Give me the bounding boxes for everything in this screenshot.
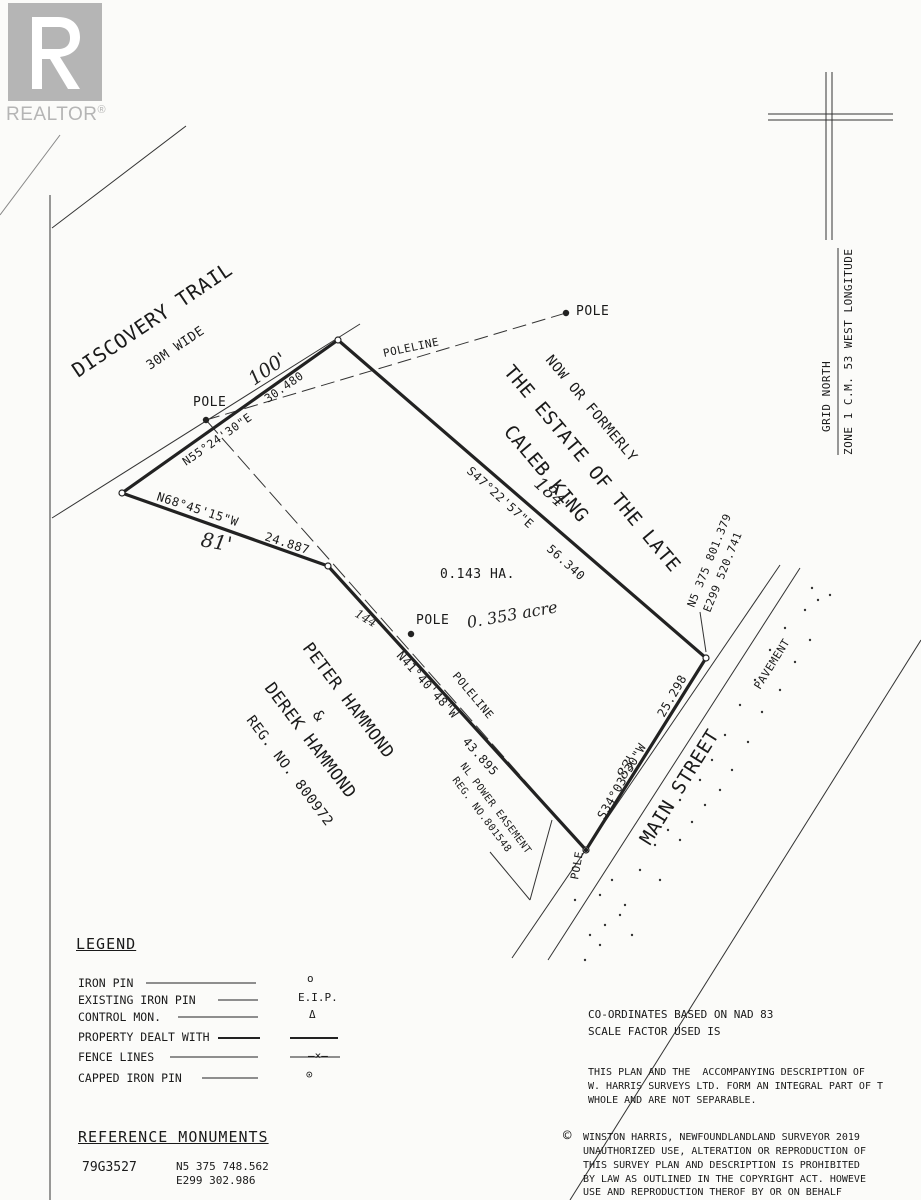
property-boundary: [121, 338, 708, 852]
reference-title: REFERENCE MONUMENTS: [78, 1128, 269, 1146]
legend-property-label: PROPERTY DEALT WITH: [78, 1030, 210, 1044]
reference-n: N5 375 748.562: [176, 1160, 269, 1173]
coords-note-line2: SCALE FACTOR USED IS: [588, 1025, 721, 1038]
reference-id: 79G3527: [82, 1160, 137, 1175]
easement-leader-line-2: [529, 819, 553, 901]
pole-label-north: POLE: [576, 304, 609, 319]
plan-note-line2: W. HARRIS SURVEYS LTD. FORM AN INTEGRAL …: [588, 1081, 884, 1092]
pavement-stipple: [573, 586, 832, 962]
realtor-logo-box: [8, 3, 102, 101]
legend-control-symbol: Δ: [309, 1008, 316, 1021]
pavement-label: PAVEMENT: [752, 636, 793, 691]
owner-north-line2: THE ESTATE OF THE LATE: [499, 361, 685, 576]
reference-e: E299 302.986: [176, 1174, 256, 1187]
pole-label-corner: POLE: [568, 850, 586, 880]
grid-north-label: GRID NORTH: [820, 361, 833, 432]
easement-leader-line: [489, 851, 531, 901]
legend-iron-pin-label: IRON PIN: [78, 976, 134, 990]
legend-fence-symbol: —×—: [308, 1049, 328, 1062]
discovery-trail-upper-edge: [51, 125, 187, 229]
poleline-label-north: POLELINE: [382, 335, 440, 360]
main-street-outer-edge: [547, 567, 801, 961]
bearing-1: N55°24'30"E: [180, 410, 255, 468]
main-street-label: MAIN STREET: [636, 726, 724, 849]
plan-note-line3: WHOLE AND ARE NOT SEPARABLE.: [588, 1095, 757, 1106]
legend-capped-pin-label: CAPPED IRON PIN: [78, 1071, 182, 1085]
copyright-line5: USE AND REPRODUCTION THEROF BY OR ON BEH…: [583, 1187, 842, 1198]
coords-note-line1: CO-ORDINATES BASED ON NAD 83: [588, 1008, 774, 1021]
grid-north-symbol: [768, 72, 893, 455]
copyright-line2: UNAUTHORIZED USE, ALTERATION OR REPRODUC…: [583, 1146, 866, 1157]
main-street-far-edge: [569, 639, 921, 1200]
distance-4-handwritten: 144': [353, 606, 383, 631]
realtor-wordmark: REALTOR®: [6, 104, 107, 125]
bearing-4: N41°40'48"W: [394, 649, 461, 722]
copyright-line1: WINSTON HARRIS, NEWFOUNDLANDLAND SURVEYO…: [583, 1132, 860, 1143]
bearing-3: S34°03'30"W: [594, 741, 649, 822]
scan-streak: [0, 134, 61, 216]
legend-iron-pin-symbol: o: [307, 972, 314, 985]
iron-pins: [118, 336, 710, 854]
zone-label: ZONE 1 C.M. 53 WEST LONGITUDE: [842, 248, 855, 455]
distance-5-handwritten: 81': [199, 527, 234, 556]
realtor-watermark: REALTOR®: [4, 3, 108, 127]
pole-label-west: POLE: [193, 395, 226, 410]
legend-control-mon-label: CONTROL MON.: [78, 1010, 162, 1024]
poleline-north: [205, 312, 567, 421]
legend-existing-iron-pin-label: EXISTING IRON PIN: [78, 993, 196, 1007]
plan-note-line1: THIS PLAN AND THE ACCOMPANYING DESCRIPTI…: [588, 1067, 865, 1078]
legend-leader-lines: [146, 982, 340, 1079]
legend-fence-label: FENCE LINES: [78, 1050, 155, 1064]
parcel-area-handwritten: 0. 353 acre: [465, 597, 559, 632]
pole-label-center: POLE: [416, 613, 449, 628]
copyright-line4: BY LAW AS OUTLINED IN THE COPYRIGHT ACT.…: [583, 1174, 866, 1185]
parcel-area: 0.143 HA.: [440, 567, 515, 582]
legend-capped-pin-symbol: ⊙: [306, 1068, 313, 1081]
corner-coord-leader: [699, 611, 707, 653]
bearing-2: S47°22'57"E: [464, 464, 537, 531]
pole-symbols: [202, 309, 589, 853]
copyright-line3: THIS SURVEY PLAN AND DESCRIPTION IS PROH…: [583, 1160, 860, 1171]
main-street-inner-edge: [511, 564, 781, 959]
legend-title: LEGEND: [76, 935, 137, 953]
copyright-icon: ©: [563, 1128, 572, 1144]
owner-south-line2: &: [309, 707, 329, 725]
legend-eip-symbol: E.I.P.: [298, 991, 338, 1004]
realtor-r-icon: [32, 17, 80, 89]
distance-2: 56.340: [544, 542, 588, 583]
